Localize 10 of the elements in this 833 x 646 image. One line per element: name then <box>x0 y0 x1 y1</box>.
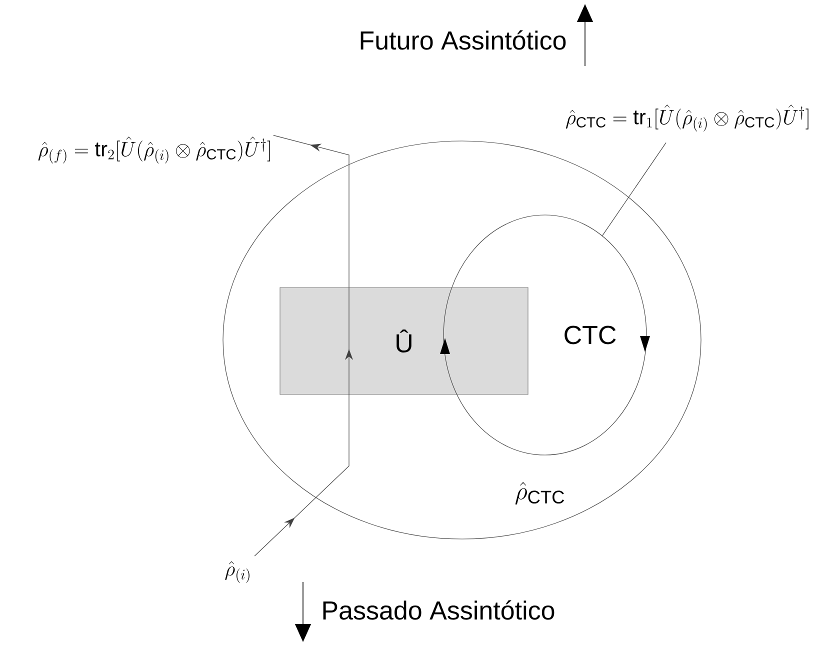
world-line <box>273 135 350 288</box>
formula-label: $\hat{\rho}_{(f)}=\mathrm{tr}_2[\hat{U}(\hat{\rho}_{(i)}\otimes\hat{\rho}_{\mathrm{CTC}})\hat{U}^{\dagger}]$ <box>38 136 270 164</box>
direction-label: Passado Assintótico <box>323 600 554 620</box>
loop-label: $\hat{\rho}_{\mathrm{CTC}}$ <box>515 482 564 505</box>
formula-label: $\hat{\rho}_{\mathrm{CTC}}=\mathrm{tr}_1[\hat{U}(\hat{\rho}_{(i)}\otimes\hat{\rho}_{\mathrm{CTC}})\hat{U}^{\dagger}]$ <box>566 104 808 132</box>
operator-box: Û <box>280 287 528 395</box>
leader-line <box>602 142 666 236</box>
ctc-loop: CTC <box>440 214 650 456</box>
formula-label: $\hat{\rho}_{(i)}$ <box>225 561 250 583</box>
direction-label: Futuro Assintótico <box>360 30 566 50</box>
